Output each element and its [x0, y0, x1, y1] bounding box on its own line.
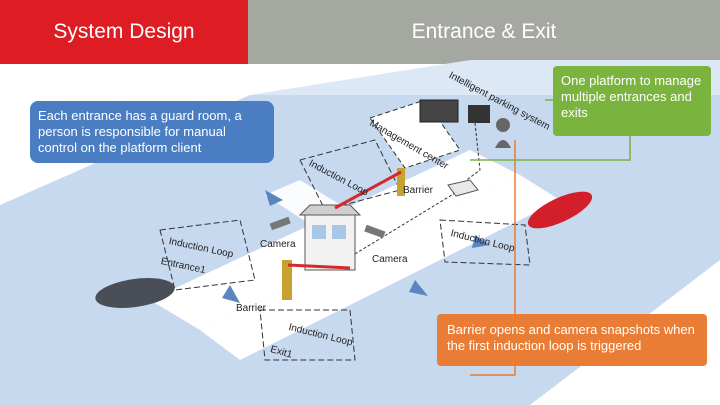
barrier-bottom-label: Barrier — [236, 303, 267, 314]
network-cable-center — [459, 122, 481, 186]
network-switch-icon — [447, 179, 479, 197]
red-car-icon — [527, 191, 593, 229]
grey-suv-icon — [95, 278, 175, 308]
guard-booth-icon — [304, 214, 356, 271]
connector-orange — [470, 140, 516, 376]
induction-loop-entrance — [159, 219, 256, 291]
guard-room-callout: Each entrance has a guard room, a person… — [30, 101, 274, 163]
server-icon — [419, 99, 459, 123]
camera-icon-right — [364, 224, 386, 239]
induction-loop-top — [299, 139, 401, 211]
barrier-opens-callout: Barrier opens and camera snapshots when … — [437, 314, 707, 366]
one-platform-callout: One platform to manage multiple entrance… — [553, 66, 711, 136]
page-title: Entrance & Exit — [411, 20, 557, 43]
guard-booth-roof — [298, 204, 362, 216]
monitor-icon — [468, 105, 490, 123]
barrier-post-bottom — [282, 260, 292, 300]
camera-icon-left — [269, 216, 291, 231]
flow-arrow-4 — [472, 235, 490, 248]
induction-loop-exit — [259, 309, 356, 361]
barrier-top-label: Barrier — [403, 185, 434, 196]
section-title-bar: System Design — [0, 0, 248, 64]
barrier-post-top — [397, 168, 405, 196]
induction-loop-right — [439, 219, 531, 266]
management-center-area — [369, 99, 461, 169]
camera-left-label: Camera — [260, 239, 296, 250]
flow-arrow-3 — [409, 280, 428, 296]
barrier-arm-top — [334, 170, 402, 210]
booth-window-right — [332, 225, 346, 239]
camera-right-label: Camera — [372, 254, 408, 265]
flow-arrow-1 — [265, 190, 283, 206]
booth-window-left — [312, 225, 326, 239]
barrier-arm-bottom — [287, 263, 351, 270]
network-cable-booth — [344, 189, 461, 261]
operator-icon — [496, 118, 510, 132]
flow-arrow-2 — [222, 285, 240, 303]
section-title: System Design — [53, 20, 195, 43]
operator-body-icon — [495, 140, 511, 148]
page-title-bar: Entrance & Exit — [248, 0, 720, 64]
